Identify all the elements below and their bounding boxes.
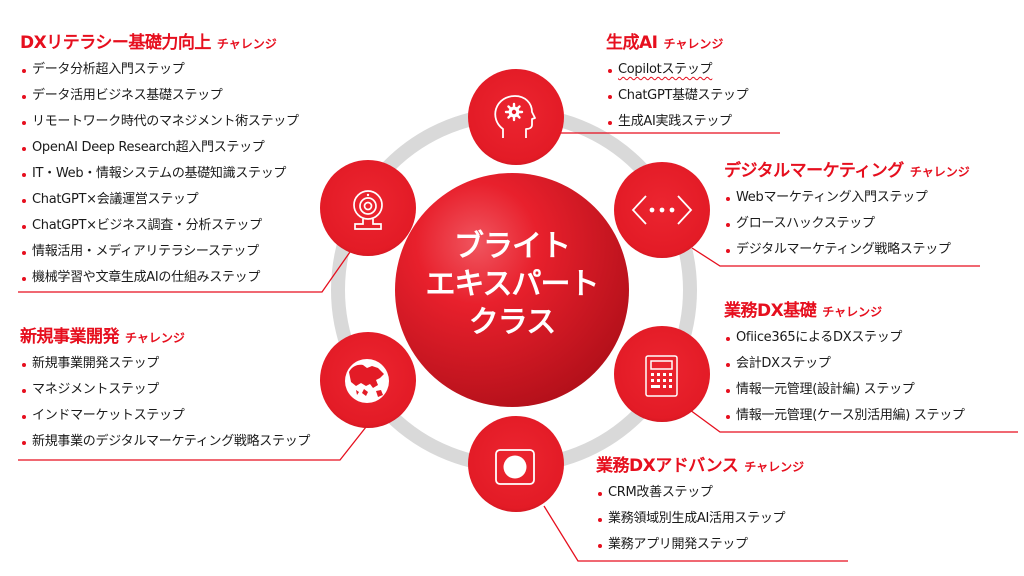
step-item: ChatGPT×会議運営ステップ xyxy=(20,187,299,213)
challenge-dx-literacy: DXリテラシー基礎力向上チャレンジ データ分析超入門ステップ データ活用ビジネス… xyxy=(20,32,299,291)
center-hub-line-2: エキスパート xyxy=(425,267,599,302)
node-new-business xyxy=(320,332,416,428)
step-item: 情報一元管理(設計編) ステップ xyxy=(724,377,965,403)
challenge-title: 業務DX基礎チャレンジ xyxy=(724,301,883,321)
step-list: Webマーケティング入門ステップ グロースハックステップ デジタルマーケティング… xyxy=(724,185,970,263)
node-dx-basic xyxy=(614,326,710,422)
calculator-icon xyxy=(645,355,678,397)
leader-line-dx-advance xyxy=(543,505,848,562)
challenge-dx-basic: 業務DX基礎チャレンジ Ofiice365によるDXステップ 会計DXステップ … xyxy=(724,300,965,429)
center-hub-circle xyxy=(395,173,629,407)
center-hub-line-3: クラス xyxy=(468,305,556,340)
step-item: データ活用ビジネス基礎ステップ xyxy=(20,83,299,109)
node-dx-literacy xyxy=(320,160,416,256)
step-item: 業務領域別生成AI活用ステップ xyxy=(596,506,804,532)
step-item: Ofiice365によるDXステップ xyxy=(724,325,965,351)
step-item: 情報活用・メディアリテラシーステップ xyxy=(20,239,299,265)
step-item: 生成AI実践ステップ xyxy=(606,109,748,135)
challenge-title: 業務DXアドバンスチャレンジ xyxy=(596,456,805,476)
challenge-title: デジタルマーケティングチャレンジ xyxy=(724,161,970,181)
step-item: 情報一元管理(ケース別活用編) ステップ xyxy=(724,403,965,429)
step-item: 新規事業開発ステップ xyxy=(20,351,310,377)
step-item: ChatGPT基礎ステップ xyxy=(606,83,749,109)
challenge-digital-marketing: デジタルマーケティングチャレンジ Webマーケティング入門ステップ グロースハッ… xyxy=(724,160,970,263)
step-list: データ分析超入門ステップ データ活用ビジネス基礎ステップ リモートワーク時代のマ… xyxy=(20,57,299,291)
code-brackets-icon xyxy=(631,195,693,225)
challenge-new-business: 新規事業開発チャレンジ 新規事業開発ステップ マネジメントステップ インドマーケ… xyxy=(20,326,310,455)
step-list: CRM改善ステップ 業務領域別生成AI活用ステップ 業務アプリ開発ステップ xyxy=(596,480,804,558)
step-item: データ分析超入門ステップ xyxy=(20,57,299,83)
step-item: 新規事業のデジタルマーケティング戦略ステップ xyxy=(20,429,310,455)
challenge-title: 新規事業開発チャレンジ xyxy=(20,327,185,347)
step-list: Ofiice365によるDXステップ 会計DXステップ 情報一元管理(設計編) … xyxy=(724,325,965,429)
step-item: デジタルマーケティング戦略ステップ xyxy=(724,237,970,263)
head-gear-icon xyxy=(494,95,536,138)
step-item: マネジメントステップ xyxy=(20,377,310,403)
globe-icon xyxy=(345,359,389,403)
challenge-title: DXリテラシー基礎力向上チャレンジ xyxy=(20,33,277,53)
step-list: 新規事業開発ステップ マネジメントステップ インドマーケットステップ 新規事業の… xyxy=(20,351,310,455)
center-hub-label: ブライト エキスパート クラス xyxy=(412,228,612,342)
step-item: Webマーケティング入門ステップ xyxy=(724,185,970,211)
record-button-icon xyxy=(495,449,535,485)
webcam-icon xyxy=(353,190,383,230)
node-dx-advance xyxy=(468,416,564,512)
step-item: グロースハックステップ xyxy=(724,211,970,237)
center-hub-line-1: ブライト xyxy=(454,229,571,264)
step-item: 機械学習や文章生成AIの仕組みステップ xyxy=(20,265,299,291)
step-item: IT・Web・情報システムの基礎知識ステップ xyxy=(20,161,299,187)
step-item: 会計DXステップ xyxy=(724,351,965,377)
leader-line-new-business xyxy=(18,426,367,461)
leader-line-dx-basic xyxy=(689,409,1018,433)
step-item: 業務アプリ開発ステップ xyxy=(596,532,804,558)
step-item: リモートワーク時代のマネジメント術ステップ xyxy=(20,109,299,135)
step-item: Copilotステップ xyxy=(606,57,748,83)
leader-line-dx-literacy xyxy=(18,251,351,293)
step-list: Copilotステップ ChatGPT基礎ステップ 生成AI実践ステップ xyxy=(606,57,749,135)
step-item: インドマーケットステップ xyxy=(20,403,310,429)
step-item: ChatGPT×ビジネス調査・分析ステップ xyxy=(20,213,299,239)
step-item: OpenAI Deep Research超入門ステップ xyxy=(20,135,299,161)
leader-lines xyxy=(18,132,1018,562)
step-item: CRM改善ステップ xyxy=(596,480,804,506)
node-digital-marketing xyxy=(614,162,710,258)
node-gen-ai xyxy=(468,69,564,165)
challenge-dx-advance: 業務DXアドバンスチャレンジ CRM改善ステップ 業務領域別生成AI活用ステップ… xyxy=(596,455,804,558)
leader-line-digital-marketing xyxy=(691,247,980,267)
